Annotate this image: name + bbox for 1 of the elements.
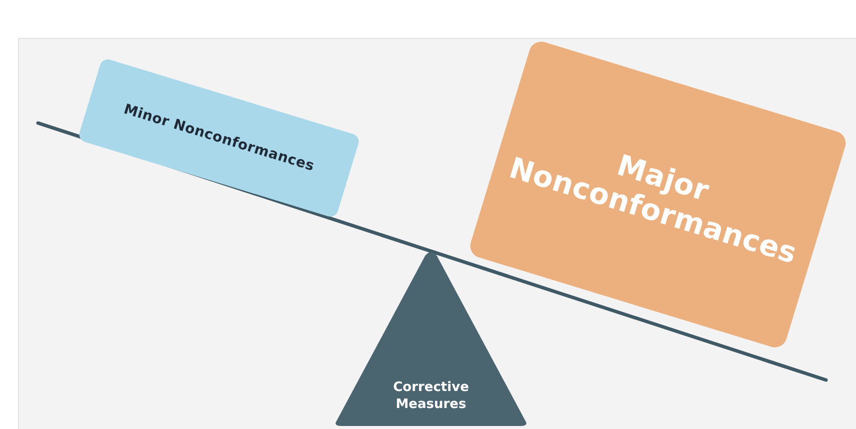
fulcrum-label: Corrective Measures [392, 380, 470, 414]
